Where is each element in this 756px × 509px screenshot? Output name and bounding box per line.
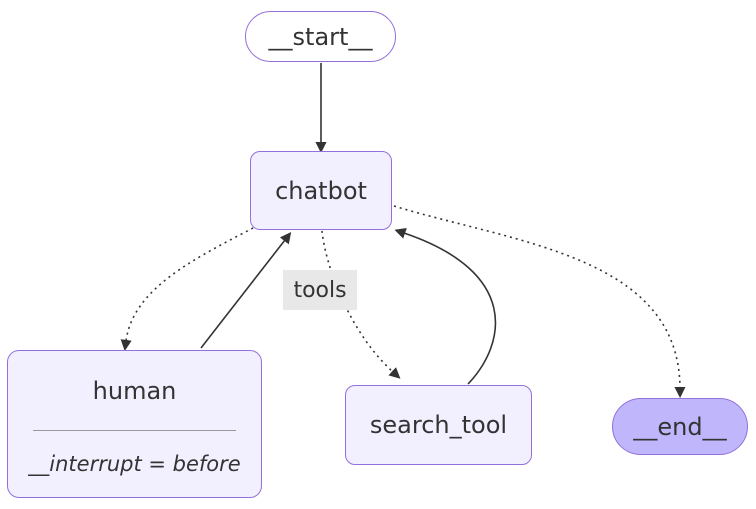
node-human-divider — [33, 430, 236, 431]
node-end-label: __end__ — [633, 412, 727, 441]
edge-chatbot-to-end — [393, 205, 686, 399]
edge-search-tool-to-chatbot — [394, 228, 497, 385]
edge-chatbot-to-human — [120, 227, 254, 351]
node-human: human __interrupt = before — [7, 350, 262, 498]
node-chatbot: chatbot — [250, 151, 392, 230]
edge-human-to-chatbot — [200, 232, 292, 349]
node-end: __end__ — [612, 398, 748, 455]
node-start: __start__ — [245, 11, 396, 62]
edge-chatbot-to-search-tool — [321, 230, 401, 379]
node-start-label: __start__ — [268, 22, 373, 51]
node-search-tool-label: search_tool — [369, 411, 508, 439]
node-human-sublabel: __interrupt = before — [28, 452, 241, 476]
node-human-label: human — [92, 376, 177, 405]
edge-label-tools-text: tools — [293, 277, 347, 303]
edge-label-tools: tools — [283, 270, 357, 310]
node-chatbot-label: chatbot — [275, 176, 367, 205]
node-search-tool: search_tool — [345, 385, 532, 465]
